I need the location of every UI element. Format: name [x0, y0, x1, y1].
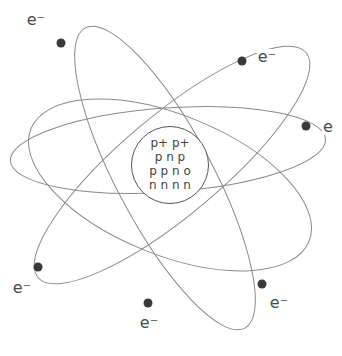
- electron-label: e⁻: [139, 315, 159, 331]
- particle-row: p p n o: [149, 165, 191, 179]
- electron-orbit: [43, 5, 287, 350]
- electron-label: e⁻: [26, 12, 46, 28]
- electron-dot: [57, 39, 66, 48]
- nucleus-circle: p+ p+p n pp p n on n n n: [131, 126, 209, 204]
- electron-dot: [302, 122, 311, 131]
- electron-label: e⁻: [269, 295, 289, 311]
- electron-label: e⁻: [12, 280, 32, 296]
- electron-dot: [238, 57, 247, 66]
- particle-row: p n p: [155, 151, 185, 165]
- electron-label: e: [322, 119, 334, 135]
- electron-orbit: [7, 97, 328, 203]
- electron-dot: [144, 299, 153, 308]
- electron-orbit: [5, 64, 336, 306]
- electron-label: e⁻: [257, 49, 277, 65]
- electron-dot: [34, 263, 43, 272]
- particle-row: p+ p+: [150, 137, 189, 151]
- particle-row: n n n n: [149, 179, 191, 193]
- electron-dot: [258, 280, 267, 289]
- electron-orbit: [6, 14, 338, 316]
